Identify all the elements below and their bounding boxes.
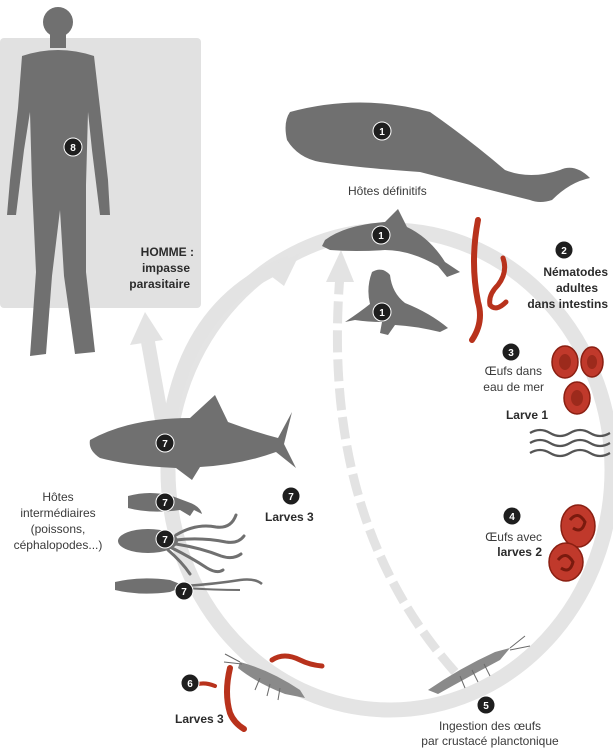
badge-7-shark: 7 xyxy=(155,433,175,453)
step3-line1: Œufs dans xyxy=(484,364,542,378)
svg-text:7: 7 xyxy=(288,492,294,503)
svg-text:2: 2 xyxy=(561,246,567,257)
svg-text:1: 1 xyxy=(379,308,385,319)
svg-text:7: 7 xyxy=(162,439,168,450)
step3-larva-label: Larve 1 xyxy=(505,408,548,422)
svg-text:1: 1 xyxy=(378,231,384,242)
step4-line1: Œufs avec xyxy=(485,530,542,544)
step5-line2: par crustacé planctonique xyxy=(421,734,559,748)
step6-label: Larves 3 xyxy=(175,712,224,726)
shark-silhouette xyxy=(89,395,296,480)
badge-5: 5 xyxy=(476,695,496,715)
badge-3: 3 xyxy=(501,342,521,362)
arrowhead-seal xyxy=(326,250,354,282)
human-line3: parasitaire xyxy=(129,277,190,291)
step2-line3: dans intestins xyxy=(527,297,608,311)
arrow-fish-to-human xyxy=(141,340,169,422)
svg-text:4: 4 xyxy=(509,512,515,523)
arrowhead-human xyxy=(130,312,163,345)
svg-text:6: 6 xyxy=(187,679,193,690)
adult-nematode-coiled xyxy=(487,255,509,311)
arrowhead-definitive-host xyxy=(263,253,300,286)
svg-text:7: 7 xyxy=(162,498,168,509)
svg-text:3: 3 xyxy=(508,348,514,359)
intermediate-hosts-line1: Hôtes xyxy=(42,490,74,504)
svg-text:8: 8 xyxy=(70,143,76,154)
step3-line2: eau de mer xyxy=(483,380,544,394)
eggs-with-larvae xyxy=(548,504,596,582)
svg-text:5: 5 xyxy=(483,701,489,712)
badge-7-small-squid: 7 xyxy=(155,492,175,512)
step2-line1: Nématodes xyxy=(543,265,608,279)
human-title: HOMME : xyxy=(140,245,194,259)
dolphin-silhouette xyxy=(322,209,460,277)
badge-1-seal: 1 xyxy=(372,302,392,322)
svg-text:7: 7 xyxy=(162,535,168,546)
badge-7-squid: 7 xyxy=(174,581,194,601)
badge-1-whale: 1 xyxy=(372,121,392,141)
sperm-whale-silhouette xyxy=(285,102,590,202)
intermediate-hosts-line2: intermédiaires xyxy=(20,506,96,520)
badge-7-octopus: 7 xyxy=(155,529,175,549)
intermediate-hosts-line4: céphalopodes...) xyxy=(13,538,103,552)
step7-label: Larves 3 xyxy=(265,510,314,524)
krill-with-larvae xyxy=(223,653,325,701)
step2-line2: adultes xyxy=(555,281,598,295)
badge-1-dolphin: 1 xyxy=(371,225,391,245)
intermediate-hosts-line3: (poissons, xyxy=(30,522,86,536)
svg-text:7: 7 xyxy=(181,587,187,598)
step5-line1: Ingestion des œufs xyxy=(438,719,542,733)
step4-line2: larves 2 xyxy=(497,545,542,559)
dashed-arrow-crustacean-to-seal xyxy=(332,274,459,675)
badge-7-label: 7 xyxy=(281,486,301,506)
human-silhouette xyxy=(7,7,110,356)
planktonic-crustacean xyxy=(428,635,531,694)
eggs-sea-water xyxy=(551,345,604,415)
badge-6: 6 xyxy=(180,673,200,693)
sea-water-waves xyxy=(529,428,611,458)
badge-4: 4 xyxy=(502,506,522,526)
badge-2: 2 xyxy=(554,240,574,260)
seal-silhouette xyxy=(345,269,448,335)
adult-nematode-long xyxy=(469,217,483,343)
definitive-hosts-label: Hôtes définitifs xyxy=(348,184,427,198)
human-line2: impasse xyxy=(141,261,190,275)
svg-text:1: 1 xyxy=(379,127,385,138)
badge-8: 8 xyxy=(63,137,83,157)
